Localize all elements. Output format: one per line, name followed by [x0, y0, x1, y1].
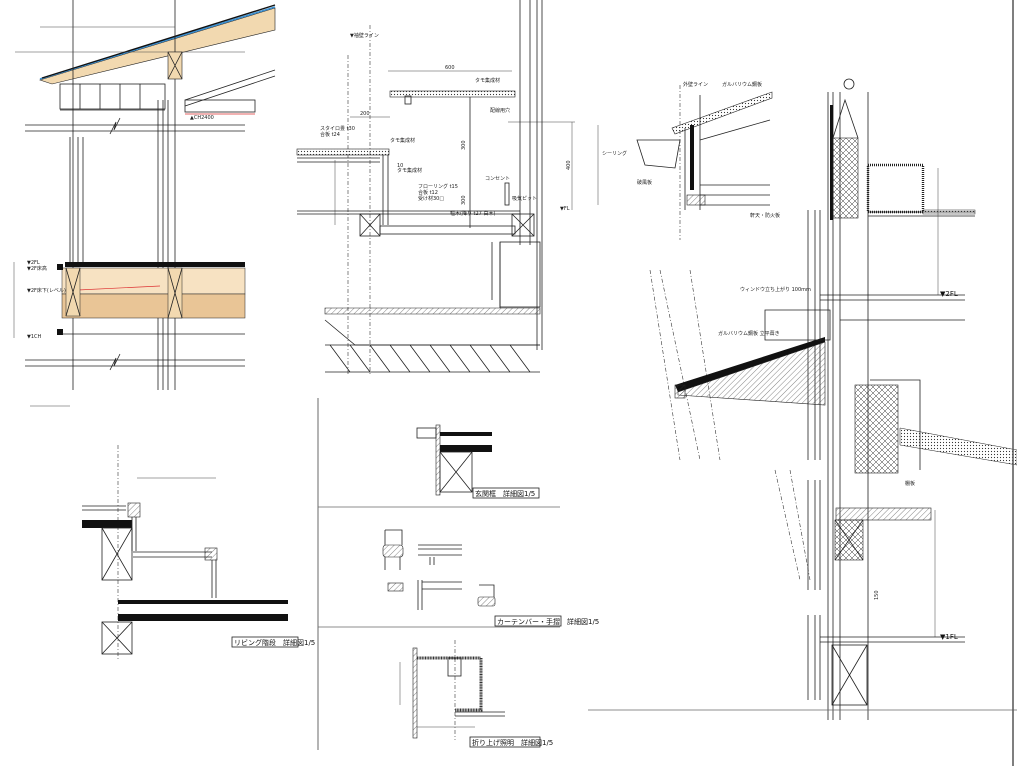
gutter — [636, 139, 681, 169]
dim-600: 600 — [445, 65, 455, 71]
level-2fl: ▼2FL — [27, 260, 40, 266]
wiring-hole-label: 配線用穴 — [490, 107, 510, 114]
counter-top — [389, 90, 516, 98]
level-2f-underfloor: ▼2F床下(レベル) — [27, 287, 66, 294]
ceiling-detail-title: 折り上げ照明 詳細図1/5 — [472, 738, 553, 747]
floor-joist-lower — [61, 293, 246, 319]
canopy — [675, 337, 825, 392]
ground-hatching — [325, 344, 540, 373]
level-1ch: ▼1CH — [27, 334, 42, 340]
window-note-label: ウィンドウ立ち上がり 100mm — [740, 286, 811, 293]
dim-300-lower: 300 — [461, 195, 467, 205]
roof-floor-section: ▲CH2400 ▼2FL ▼2F床高 ▼2F床下(レベル) ▼1CH — [13, 0, 276, 407]
dim-150: 150 — [874, 590, 880, 600]
plywood-24-label: 合板 t24 — [320, 131, 340, 138]
middle-detail-panels: 玄関框 詳細図1/5 カーテンバー・手摺 詳細図1/5 折り上げ照明 詳細図1/… — [317, 398, 599, 750]
dim-200: 200 — [360, 111, 370, 117]
level-2fl-right: ▼2FL — [940, 290, 958, 298]
ceiling-height-label: ▲CH2400 — [190, 115, 214, 121]
tamo-label-3: タモ集成材 — [397, 167, 422, 174]
tatami-floor — [296, 148, 390, 156]
eave-wall-section: 外壁ライン ガルバリウム鋼板 シーリング 破風板 軒天・防火板 ▼2FL ウィン… — [588, 0, 1017, 766]
counter-section: ▼袖壁ライン 600 タモ集成材 配線用穴 200 300 300 スタイロ畳 … — [296, 0, 575, 375]
entrance-detail-title: 玄関框 詳細図1/5 — [475, 489, 535, 498]
dim-10: 10 — [397, 163, 403, 169]
roof-rafter — [39, 7, 276, 85]
outer-wall-label: 外壁ライン — [683, 81, 708, 88]
tamo-label-1: タモ集成材 — [475, 77, 500, 84]
roofing-label: ガルバリウム鋼板 — [722, 81, 762, 88]
sealing-label: シーリング — [602, 150, 627, 157]
stairs-detail: リビング階段 詳細図1/5 — [82, 445, 315, 660]
floor-joist-upper — [61, 267, 246, 295]
dim-400: 400 — [566, 160, 572, 170]
flooring-label: フローリング t15 — [418, 183, 458, 190]
support-label: 受け材30□ — [418, 195, 444, 202]
ceiling-box — [417, 656, 483, 712]
soffit-label: 軒天・防火板 — [750, 212, 780, 219]
ceiling-detail: 折り上げ照明 詳細図1/5 — [399, 640, 553, 748]
baseboard-label: 幅木(降り t27 白木) — [450, 210, 495, 217]
plywood-12-label: 合板 t12 — [418, 189, 438, 196]
lower-slope — [899, 427, 1017, 466]
level-2f-floor: ▼2F床高 — [27, 265, 47, 272]
dim-300-upper: 300 — [461, 140, 467, 150]
outlet-label: コンセント — [485, 176, 510, 182]
canopy-label: ガルバリウム鋼板 立平葺き — [718, 330, 780, 337]
wall-line-label: ▼袖壁ライン — [350, 32, 379, 39]
tamo-label-2: タモ集成材 — [390, 137, 415, 144]
floor-box-2f — [866, 163, 925, 214]
stairs-detail-title: リビング階段 詳細図1/5 — [234, 638, 315, 647]
intake-label: 吸気ピット — [512, 195, 537, 202]
fl-label: ▼FL — [560, 206, 570, 212]
styro-label: スタイロ畳 t30 — [320, 125, 355, 132]
fascia-label: 破風板 — [637, 179, 652, 186]
handrail-detail: カーテンバー・手摺 詳細図1/5 — [382, 529, 599, 627]
eave-roof — [671, 91, 773, 135]
entrance-detail: 玄関框 詳細図1/5 — [416, 424, 540, 499]
shelf-label: 棚板 — [905, 480, 915, 487]
handrail-detail-title: カーテンバー・手摺 詳細図1/5 — [497, 617, 599, 626]
